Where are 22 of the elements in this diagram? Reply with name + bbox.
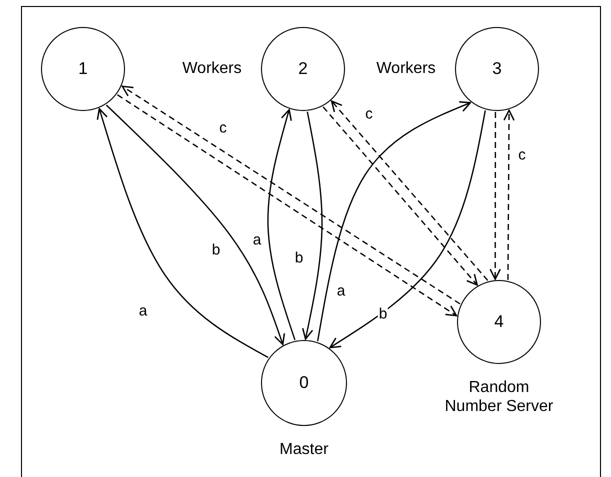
node-number: 1	[78, 59, 88, 79]
dashed-arrow	[322, 106, 478, 286]
dashed-arrow	[330, 100, 488, 281]
group-label: Workers	[375, 59, 437, 78]
edge-label: b	[210, 242, 222, 258]
edge-label: b	[378, 306, 388, 322]
edge-label: b	[294, 250, 304, 266]
dashed-arrow	[503, 110, 515, 280]
node-number: 0	[299, 373, 309, 393]
node-number: 3	[492, 59, 502, 79]
arrow	[267, 109, 296, 340]
dashed-arrow	[490, 112, 501, 280]
arrow	[317, 101, 472, 342]
group-label: Workers	[181, 59, 243, 78]
node-number: 4	[494, 312, 504, 332]
arrow	[96, 108, 268, 358]
node-number: 2	[298, 59, 308, 79]
node-caption: Master	[278, 440, 330, 460]
node-caption: Random Number Server	[444, 378, 554, 416]
arrow	[329, 110, 486, 348]
arrow	[302, 112, 323, 340]
arrow	[106, 104, 286, 346]
